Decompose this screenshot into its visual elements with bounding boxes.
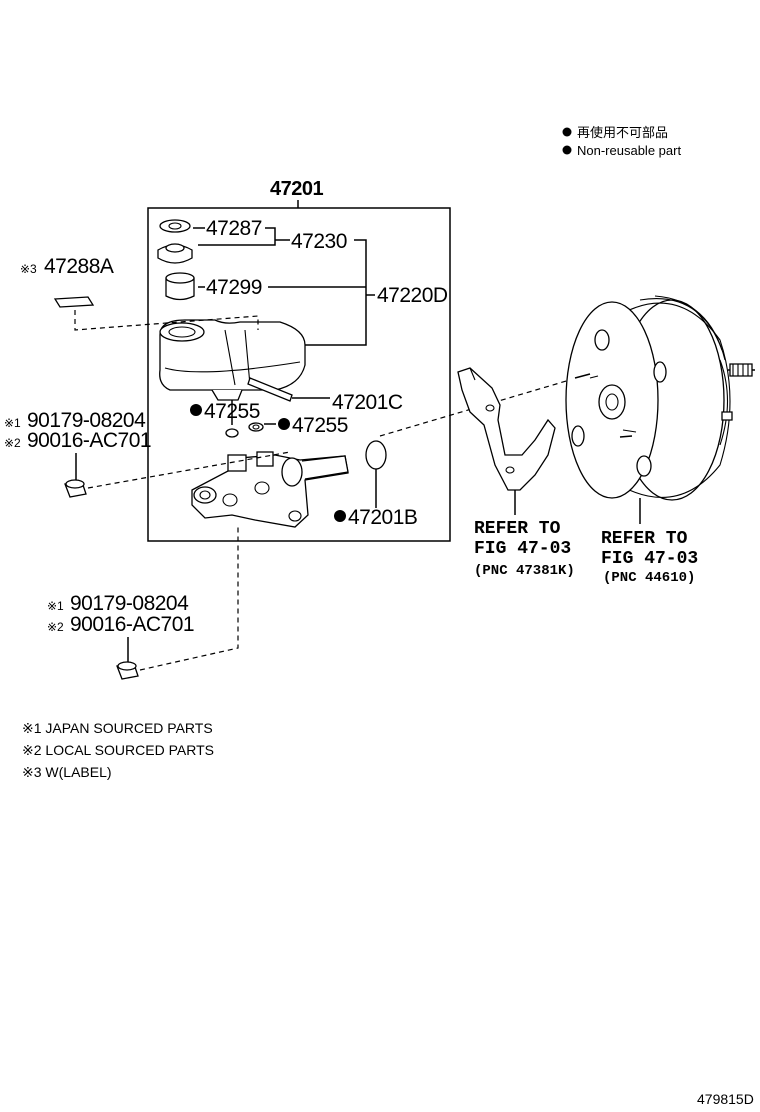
part-label-90179-08204-upper[interactable]: 90179-08204 xyxy=(27,409,147,432)
refer-to-bracket-line2[interactable]: FIG 47-03 xyxy=(474,539,571,559)
brake-booster xyxy=(565,295,755,501)
booster-bracket xyxy=(457,367,556,491)
mark-3: ※3 xyxy=(20,262,37,276)
mark-1-upper: ※1 xyxy=(4,416,21,430)
figure-id: 479815D xyxy=(697,1091,754,1107)
part-label-47220D[interactable]: 47220D xyxy=(377,284,448,307)
part-label-47299[interactable]: 47299 xyxy=(206,276,262,299)
strainer xyxy=(165,272,195,301)
grommet-right xyxy=(248,422,264,432)
master-cylinder-body xyxy=(191,451,349,528)
note-japan-sourced: ※1 JAPAN SOURCED PARTS xyxy=(22,720,213,736)
part-label-47255-right[interactable]: 47255 xyxy=(292,414,348,437)
part-label-47288A[interactable]: 47288A xyxy=(44,255,114,278)
refer-to-booster-pnc: (PNC 44610) xyxy=(603,570,695,586)
refer-to-booster-line2[interactable]: FIG 47-03 xyxy=(601,549,698,569)
o-ring xyxy=(365,440,387,470)
non-reusable-dot-icon xyxy=(190,404,202,416)
assembly-frame xyxy=(147,207,451,542)
part-label-47201[interactable]: 47201 xyxy=(270,178,324,200)
mark-1-lower: ※1 xyxy=(47,599,64,613)
flange-nut-upper xyxy=(64,479,87,498)
grommet-left xyxy=(225,428,239,438)
non-reusable-dot-icon xyxy=(334,510,346,522)
part-label-90016-AC701-upper[interactable]: 90016-AC701 xyxy=(27,429,152,452)
reservoir-pin xyxy=(247,377,293,402)
refer-to-bracket-line1[interactable]: REFER TO xyxy=(474,519,561,539)
part-label-47201C[interactable]: 47201C xyxy=(332,391,403,414)
label-sticker xyxy=(53,296,95,308)
part-label-90179-08204-lower[interactable]: 90179-08204 xyxy=(70,592,190,615)
non-reusable-dot-icon xyxy=(278,418,290,430)
legend: 再使用不可部品 Non-reusable part xyxy=(562,125,681,158)
legend-jp-text: 再使用不可部品 xyxy=(577,125,668,140)
legend-dot-icon xyxy=(562,145,572,155)
part-label-47287[interactable]: 47287 xyxy=(206,217,262,240)
cap-gasket xyxy=(159,219,191,233)
legend-en-text: Non-reusable part xyxy=(577,143,681,158)
legend-dot-icon xyxy=(562,127,572,137)
reservoir-cap xyxy=(157,243,193,264)
note-local-sourced: ※2 LOCAL SOURCED PARTS xyxy=(22,742,214,758)
note-label: ※3 W(LABEL) xyxy=(22,764,112,780)
flange-nut-lower xyxy=(116,661,139,680)
part-label-47255-left[interactable]: 47255 xyxy=(204,400,260,423)
mark-2-lower: ※2 xyxy=(47,620,64,634)
part-label-47230[interactable]: 47230 xyxy=(291,230,347,253)
part-label-47201B[interactable]: 47201B xyxy=(348,506,418,529)
part-label-90016-AC701-lower[interactable]: 90016-AC701 xyxy=(70,613,195,636)
reservoir-tank xyxy=(159,319,306,401)
refer-to-booster-line1[interactable]: REFER TO xyxy=(601,529,688,549)
mark-2-upper: ※2 xyxy=(4,436,21,450)
refer-to-bracket-pnc: (PNC 47381K) xyxy=(474,563,575,579)
